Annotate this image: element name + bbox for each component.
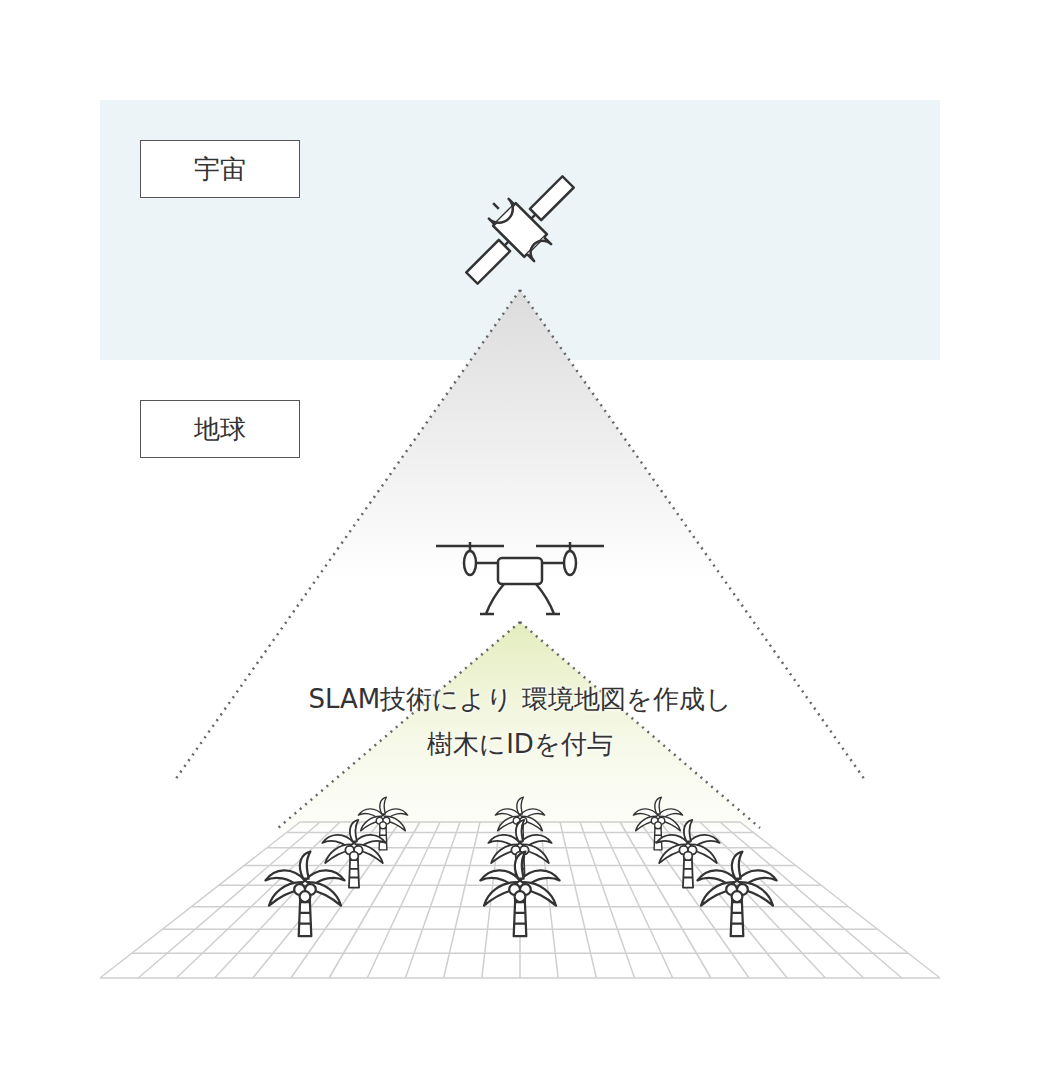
palm-trees (265, 797, 776, 936)
caption-text: SLAM技術により 環境地図を作成し (308, 682, 731, 717)
satellite-cone-edge (175, 290, 865, 780)
box-label: 地球 (194, 412, 246, 447)
drone-cone-edge (278, 622, 760, 828)
label-box: 地球 (140, 400, 300, 458)
satellite-icon (445, 155, 591, 301)
drone-icon (436, 542, 604, 614)
caption-text: 樹木にIDを付与 (427, 727, 613, 762)
satellite-cone (175, 290, 865, 780)
label-box: 宇宙 (140, 140, 300, 198)
box-label: 宇宙 (194, 152, 246, 187)
drone-cone (278, 622, 760, 828)
